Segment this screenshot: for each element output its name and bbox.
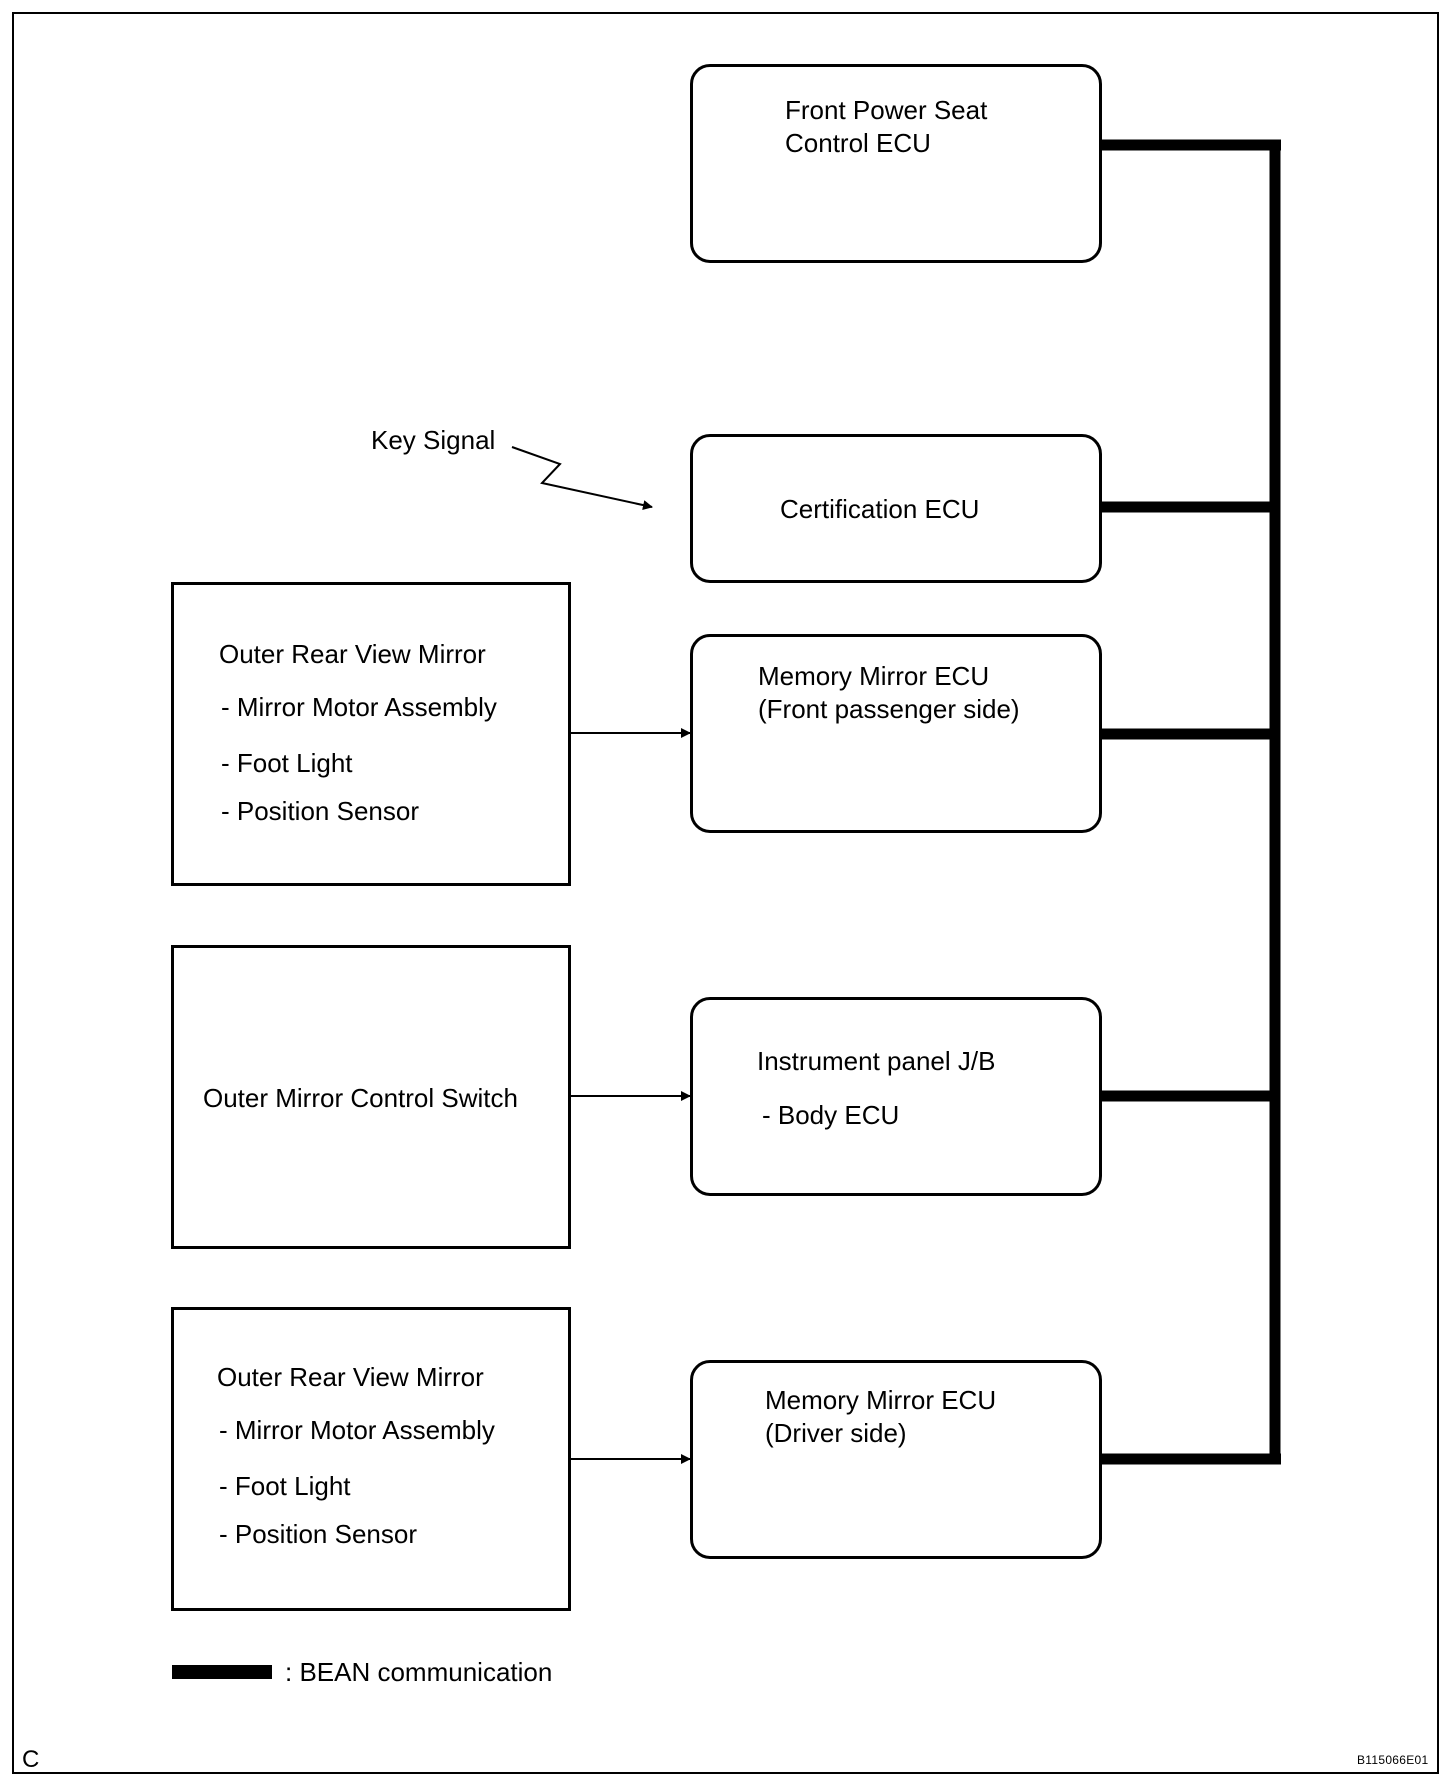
memory-mirror-ecu-passenger-box: Memory Mirror ECU (Front passenger side) [690, 634, 1102, 833]
outer-rear-view-mirror-driver-box: Outer Rear View Mirror - Mirror Motor As… [171, 1307, 571, 1611]
mirror-passenger-item-motor: - Mirror Motor Assembly [221, 692, 497, 722]
mirror-passenger-item-position-sensor: - Position Sensor [221, 796, 419, 826]
front-power-seat-ecu-line1: Front Power Seat [785, 95, 988, 125]
key-signal-arrow [511, 446, 653, 510]
mirror-driver-item-position-sensor: - Position Sensor [219, 1519, 417, 1549]
mirror-driver-title: Outer Rear View Mirror [217, 1362, 484, 1392]
mirror-passenger-title: Outer Rear View Mirror [219, 639, 486, 669]
memory-mirror-ecu-passenger-line1: Memory Mirror ECU [758, 661, 990, 691]
instrument-panel-jb-line1: Instrument panel J/B [757, 1046, 996, 1076]
memory-mirror-ecu-driver-line2: (Driver side) [765, 1418, 907, 1448]
outer-mirror-control-switch-box: Outer Mirror Control Switch [171, 945, 571, 1249]
figure-frame [12, 12, 1439, 1774]
mirror-passenger-item-foot-light: - Foot Light [221, 748, 353, 778]
instrument-panel-jb-box: Instrument panel J/B - Body ECU [690, 997, 1102, 1196]
instrument-panel-jb-line2: - Body ECU [762, 1100, 900, 1130]
front-power-seat-ecu-box: Front Power Seat Control ECU [690, 64, 1102, 263]
memory-mirror-ecu-driver-line1: Memory Mirror ECU [765, 1385, 997, 1415]
control-switch-label: Outer Mirror Control Switch [203, 1083, 518, 1113]
outer-rear-view-mirror-passenger-box: Outer Rear View Mirror - Mirror Motor As… [171, 582, 571, 886]
front-power-seat-ecu-line2: Control ECU [785, 128, 931, 158]
legend-bean-swatch [172, 1665, 272, 1679]
legend-bean-label: : BEAN communication [285, 1657, 553, 1687]
mirror-driver-item-motor: - Mirror Motor Assembly [219, 1415, 495, 1445]
key-signal-label: Key Signal [371, 425, 496, 455]
certification-ecu-label: Certification ECU [780, 494, 980, 524]
memory-mirror-ecu-passenger-line2: (Front passenger side) [758, 694, 1020, 724]
mirror-driver-item-foot-light: - Foot Light [219, 1471, 351, 1501]
figure-code: B115066E01 [1357, 1753, 1429, 1767]
corner-letter: C [22, 1746, 40, 1773]
memory-mirror-ecu-driver-box: Memory Mirror ECU (Driver side) [690, 1360, 1102, 1559]
certification-ecu-box: Certification ECU [690, 434, 1102, 583]
